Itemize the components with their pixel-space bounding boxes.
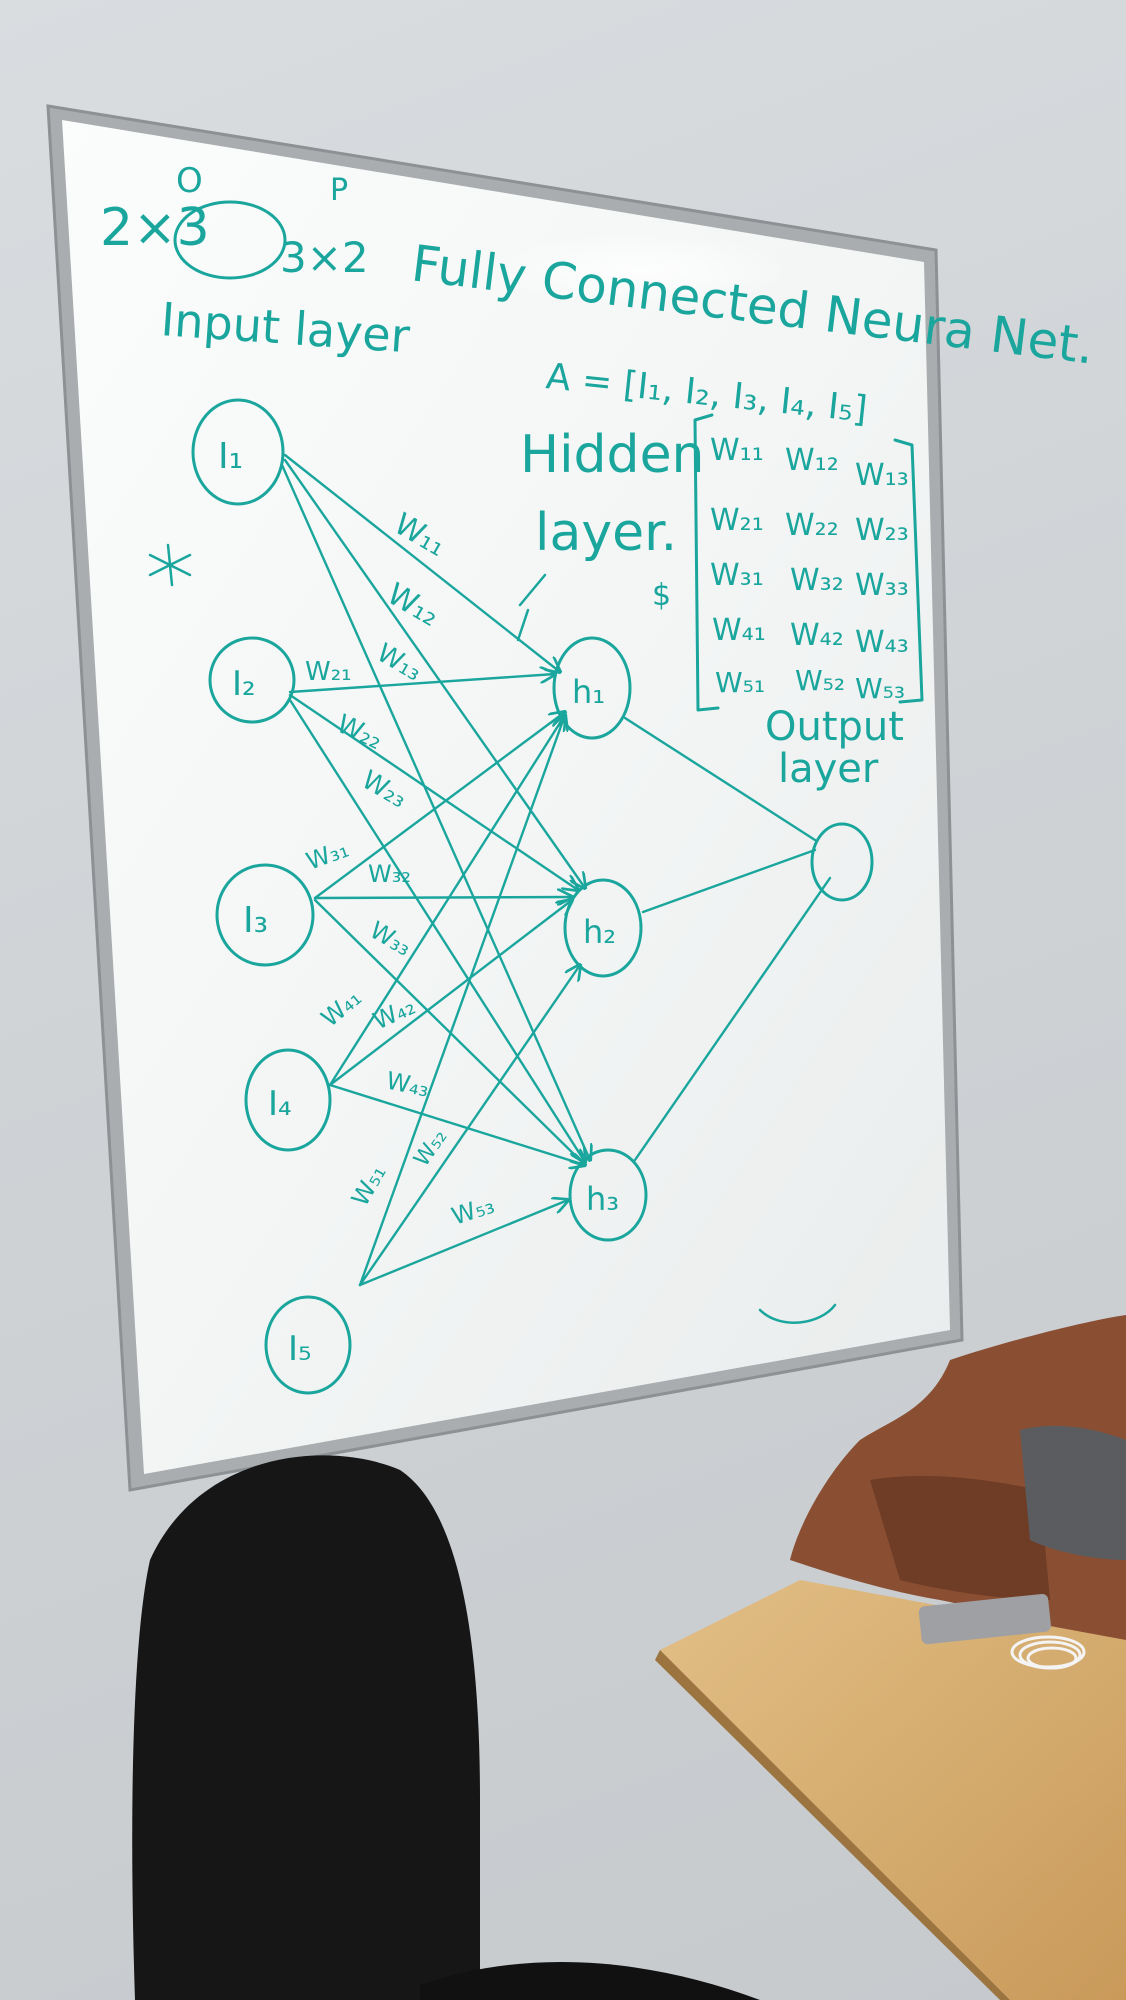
note-3x2: 3×2 xyxy=(280,233,369,282)
label-w32: W₃₂ xyxy=(368,860,411,888)
matrix-w21: W₂₁ xyxy=(710,503,764,538)
hidden-node-1 xyxy=(552,636,632,740)
matrix-w52: W₅₂ xyxy=(795,664,845,697)
edge-h3-out xyxy=(633,876,832,1162)
hidden-layer-label-1: Hidden xyxy=(520,425,705,485)
edge-i1-h3 xyxy=(280,463,590,1160)
input-node-1 xyxy=(191,398,285,506)
asterisk-mark xyxy=(148,543,192,587)
edge-h1-out xyxy=(623,716,817,842)
matrix-w22: W₂₂ xyxy=(785,508,839,543)
edge-i4-h1 xyxy=(328,715,565,1087)
input-node-3-label: I₃ xyxy=(243,900,268,941)
note-o: O xyxy=(176,161,203,201)
matrix-bracket-right xyxy=(893,438,924,704)
output-layer-label-1: Output xyxy=(765,704,904,750)
desk xyxy=(660,1580,1126,2000)
laptop xyxy=(918,1593,1051,1645)
bias-mark: $ xyxy=(652,578,671,613)
input-node-3 xyxy=(215,863,315,967)
network-edges xyxy=(280,453,832,1287)
matrix-w13: W₁₃ xyxy=(855,458,909,493)
edge-h2-out xyxy=(641,848,817,914)
matrix-w11: W₁₁ xyxy=(710,433,764,468)
matrix-w41: W₄₁ xyxy=(712,613,766,648)
note-3-circle xyxy=(173,200,287,280)
chair-base xyxy=(420,1962,760,2000)
hidden-node-3 xyxy=(568,1148,648,1242)
matrix-w43: W₄₃ xyxy=(855,625,909,660)
office-chair xyxy=(132,1455,480,2000)
matrix-w51: W₅₁ xyxy=(715,666,765,699)
matrix-w53: W₅₃ xyxy=(855,672,905,705)
edge-i5-h2 xyxy=(358,965,580,1287)
edge-i5-h1 xyxy=(358,715,565,1287)
matrix-w31: W₃₁ xyxy=(710,558,764,593)
hidden-nodes: h₁ h₂ h₃ xyxy=(552,636,648,1242)
matrix-bracket-left xyxy=(693,413,720,712)
hidden-node-1-label: h₁ xyxy=(572,673,605,711)
weight-matrix: W₁₁ W₁₂ W₁₃ W₂₁ W₂₂ W₂₃ W₃₁ W₃₂ W₃₃ W₄₁ … xyxy=(710,433,909,705)
matrix-w33: W₃₃ xyxy=(855,568,909,603)
input-node-4 xyxy=(244,1048,332,1152)
input-node-1-label: I₁ xyxy=(218,436,243,477)
note-p: P xyxy=(330,173,348,208)
output-layer-label-2: layer xyxy=(778,746,879,792)
matrix-w32: W₃₂ xyxy=(790,563,844,598)
cable-coil xyxy=(1010,1635,1086,1670)
edge-i3-h2 xyxy=(313,897,572,898)
edge-i3-h1 xyxy=(313,712,565,900)
hidden-node-2 xyxy=(563,878,643,978)
edge-i4-h3 xyxy=(328,1083,585,1165)
edge-i4-h2 xyxy=(328,900,572,1087)
light-glare xyxy=(490,232,790,308)
edge-i1-h2 xyxy=(283,458,585,888)
edge-i5-h3 xyxy=(358,1200,568,1287)
matrix-w23: W₂₃ xyxy=(855,513,909,548)
edge-i2-h1 xyxy=(288,674,555,694)
hidden-node-3-label: h₃ xyxy=(586,1180,619,1218)
note-2x3: 2×3 xyxy=(100,198,210,258)
hidden-node-2-label: h₂ xyxy=(583,913,616,951)
tick-mark xyxy=(516,573,547,642)
input-node-4-label: I₄ xyxy=(268,1084,292,1124)
desk-edge xyxy=(655,1650,1010,2000)
edge-i2-h2 xyxy=(288,693,578,890)
matrix-w12: W₁₂ xyxy=(785,443,839,478)
input-node-2 xyxy=(208,636,296,724)
output-node xyxy=(810,822,874,902)
input-node-5-label: I₅ xyxy=(288,1329,312,1369)
jacket-fold xyxy=(870,1475,1050,1600)
edge-i2-h3 xyxy=(288,698,585,1162)
matrix-w42: W₄₂ xyxy=(790,618,844,653)
input-node-2-label: I₂ xyxy=(232,664,256,704)
grey-cloth xyxy=(1020,1425,1126,1560)
input-nodes: I₁ I₂ I₃ I₄ I₅ xyxy=(191,398,352,1395)
smile-mark xyxy=(758,1303,837,1324)
label-w21: W₂₁ xyxy=(305,657,352,687)
edge-i1-h1 xyxy=(283,453,560,672)
hidden-layer-label-2: layer. xyxy=(535,503,677,563)
input-node-5 xyxy=(264,1295,352,1395)
